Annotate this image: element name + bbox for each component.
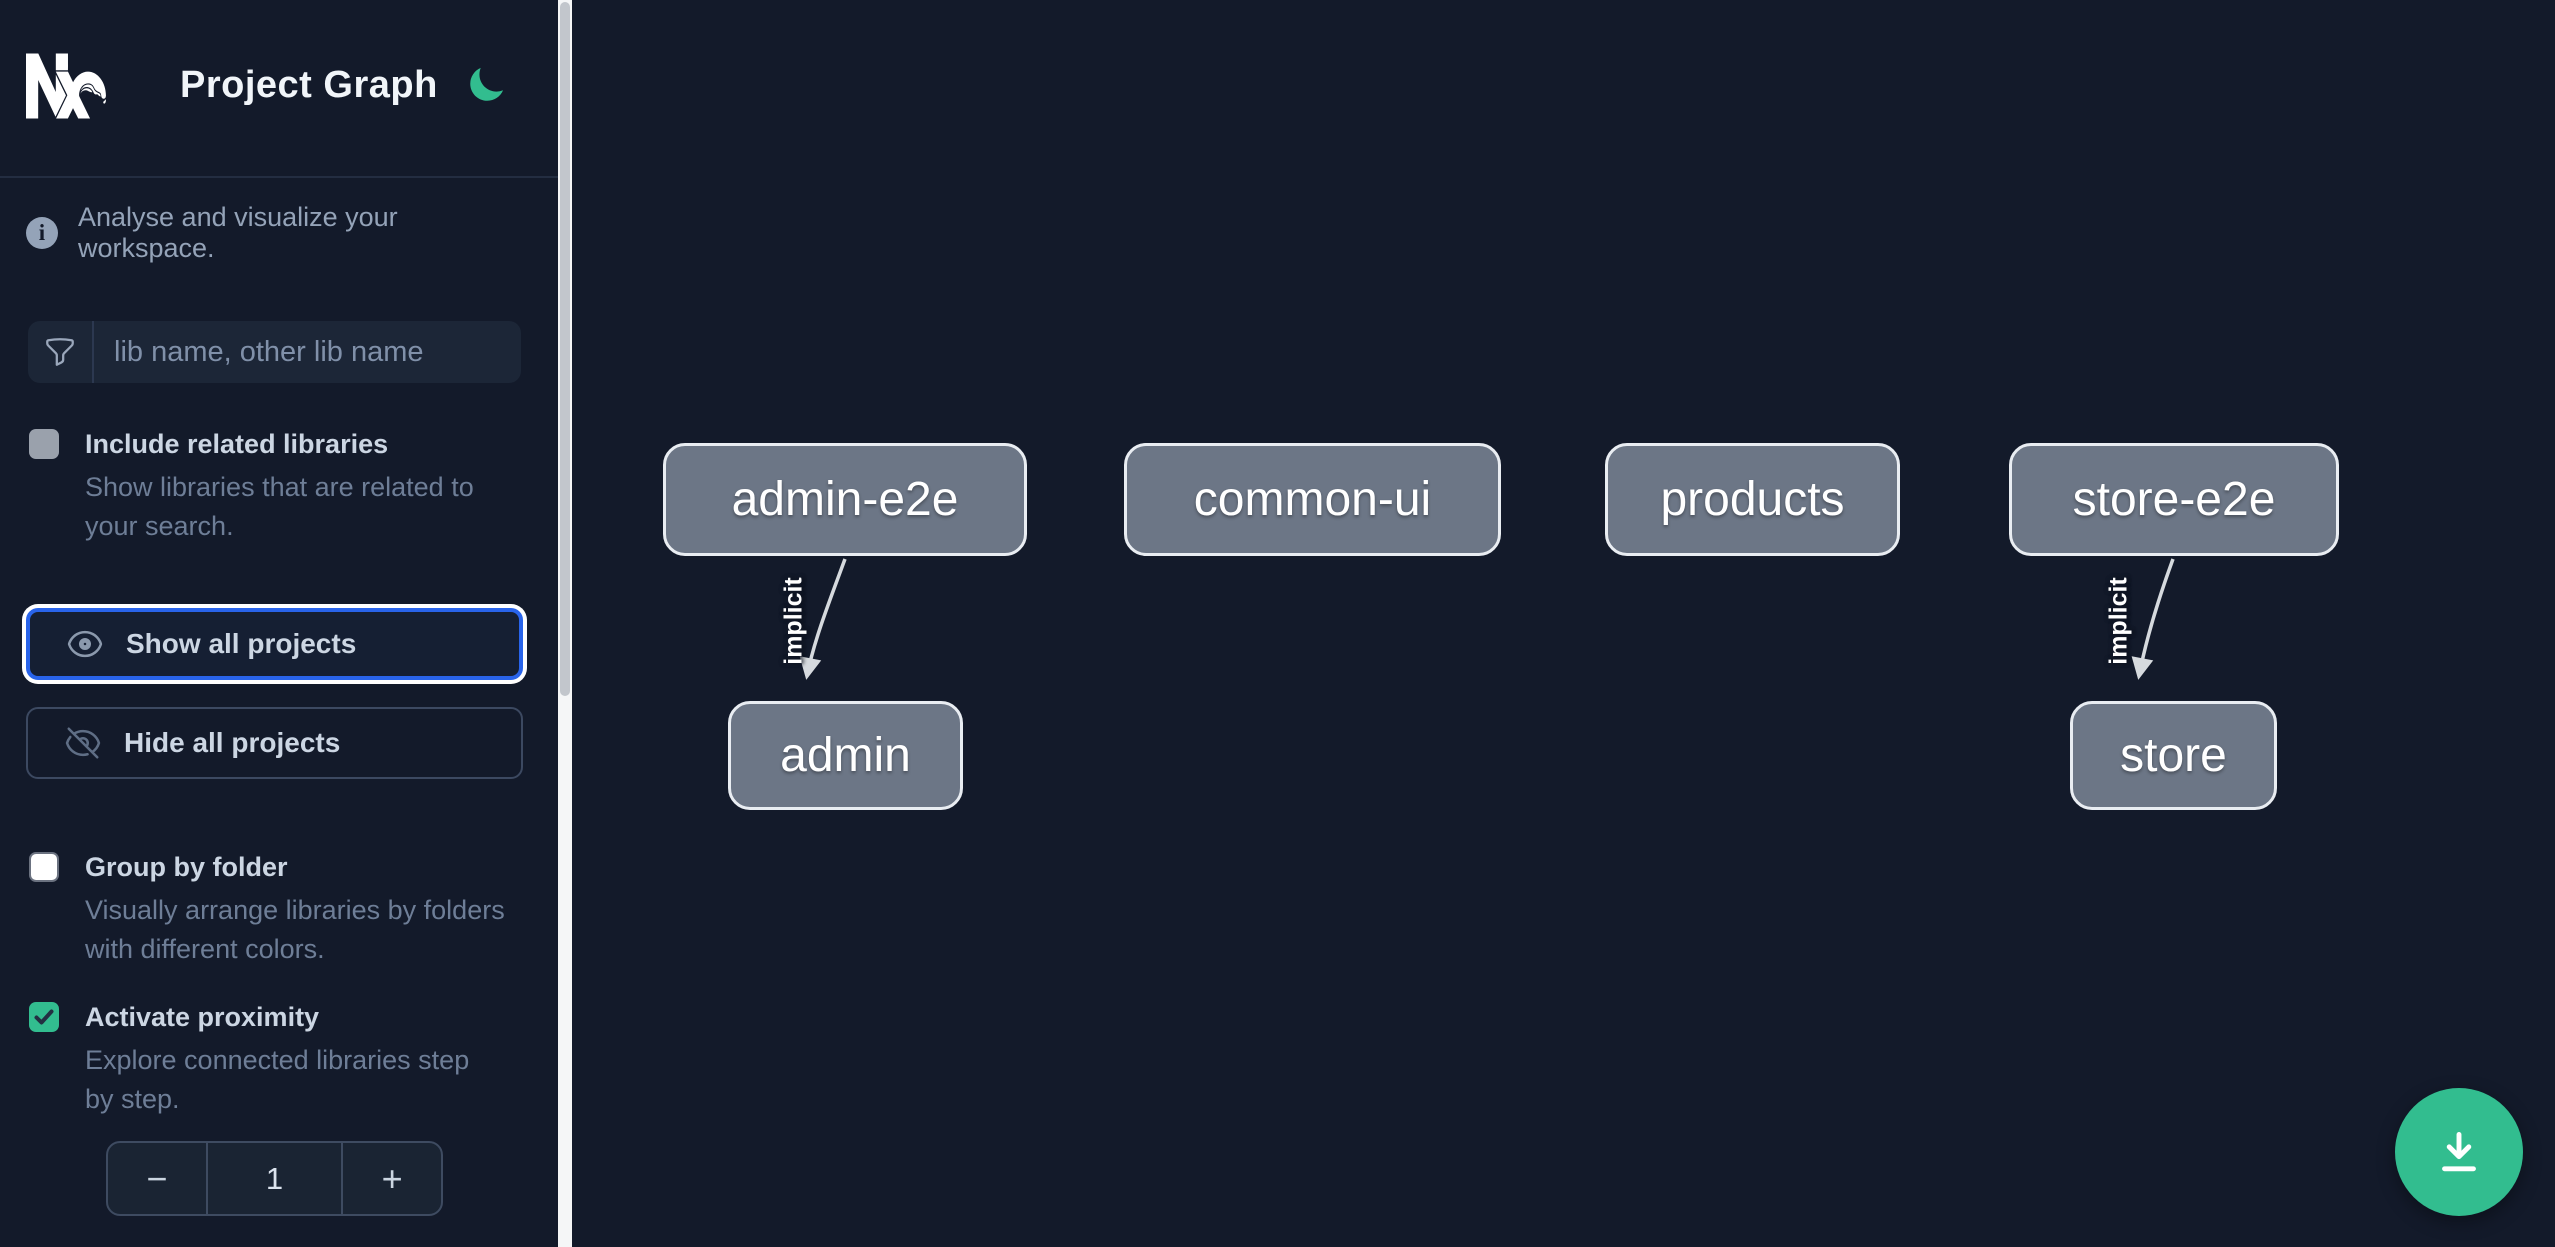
proximity-increment-button[interactable]: +	[343, 1143, 441, 1214]
filter-input-group	[28, 321, 521, 383]
node-common-ui[interactable]: common-ui	[1124, 443, 1501, 556]
download-graph-button[interactable]	[2395, 1088, 2523, 1216]
edge-admin-e2e-to-admin[interactable]	[799, 558, 847, 680]
info-text: Analyse and visualize your workspace.	[78, 202, 398, 263]
group-by-folder-checkbox[interactable]	[29, 852, 59, 882]
edge-label-implicit: implicit	[2104, 577, 2133, 665]
eye-icon	[67, 630, 103, 658]
info-row: i Analyse and visualize your workspace.	[26, 202, 531, 264]
node-products[interactable]: products	[1605, 443, 1900, 556]
header-divider	[0, 176, 558, 178]
search-input[interactable]	[94, 321, 521, 383]
option-include-related: Include related libraries Show libraries…	[29, 427, 529, 546]
hide-all-projects-button[interactable]: Hide all projects	[26, 707, 523, 779]
proximity-depth-stepper: − 1 +	[106, 1141, 443, 1216]
filter-funnel-icon	[28, 321, 94, 383]
activate-proximity-description: Explore connected libraries step by step…	[85, 1045, 470, 1114]
graph-canvas[interactable]: implicit implicit admin-e2e common-ui pr…	[572, 0, 2555, 1247]
info-icon: i	[26, 217, 58, 249]
proximity-decrement-button[interactable]: −	[108, 1143, 206, 1214]
sidebar-scrollbar[interactable]	[558, 0, 572, 1247]
hide-all-projects-label: Hide all projects	[124, 727, 341, 758]
include-related-description: Show libraries that are related to your …	[85, 472, 474, 541]
activate-proximity-label: Activate proximity	[85, 1002, 320, 1032]
eye-slash-icon	[65, 727, 101, 759]
page-title: Project Graph	[180, 64, 438, 106]
node-store-e2e[interactable]: store-e2e	[2009, 443, 2339, 556]
include-related-label: Include related libraries	[85, 429, 389, 459]
node-store[interactable]: store	[2070, 701, 2277, 810]
node-admin[interactable]: admin	[728, 701, 963, 810]
group-by-folder-label: Group by folder	[85, 852, 288, 882]
option-activate-proximity: Activate proximity Explore connected lib…	[29, 1000, 529, 1119]
include-related-checkbox[interactable]	[29, 429, 59, 459]
download-icon	[2442, 1132, 2476, 1172]
edge-store-e2e-to-store[interactable]	[2131, 558, 2175, 680]
edge-label-implicit: implicit	[779, 577, 808, 665]
group-by-folder-description: Visually arrange libraries by folders wi…	[85, 895, 505, 964]
moon-icon	[470, 67, 504, 101]
check-icon	[34, 1009, 54, 1025]
activate-proximity-checkbox[interactable]	[29, 1002, 59, 1032]
show-all-projects-label: Show all projects	[126, 628, 357, 659]
theme-toggle-button[interactable]	[460, 60, 512, 112]
nx-logo	[26, 53, 106, 119]
graph-edges	[799, 558, 2175, 680]
sidebar-scrollbar-thumb[interactable]	[560, 2, 570, 696]
option-group-by-folder: Group by folder Visually arrange librari…	[29, 850, 529, 969]
sidebar: Project Graph i Analyse and visualize yo…	[0, 0, 558, 1247]
proximity-depth-value: 1	[205, 1143, 344, 1214]
node-admin-e2e[interactable]: admin-e2e	[663, 443, 1027, 556]
show-all-projects-button[interactable]: Show all projects	[26, 608, 523, 680]
